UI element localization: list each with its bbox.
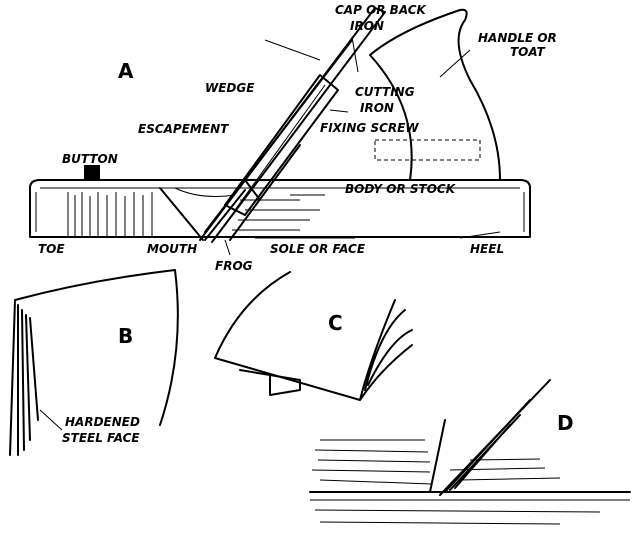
label-cap-iron-1: CAP OR BACK bbox=[335, 3, 428, 17]
figure-c-letter: C bbox=[328, 311, 343, 335]
blade-d bbox=[429, 379, 551, 496]
label-wedge: WEDGE bbox=[205, 81, 255, 95]
label-toe: TOE bbox=[38, 242, 65, 256]
figure-d-letter: D bbox=[557, 411, 574, 435]
label-sole: SOLE OR FACE bbox=[270, 242, 366, 256]
figure-d: D bbox=[309, 379, 631, 525]
label-fixing-screw: FIXING SCREW bbox=[320, 121, 419, 135]
wedge bbox=[224, 74, 339, 216]
label-body: BODY OR STOCK bbox=[345, 182, 457, 196]
escapement bbox=[159, 187, 246, 241]
label-cap-iron-2: IRON bbox=[350, 19, 384, 33]
plane-body bbox=[29, 179, 531, 238]
label-escapement: ESCAPEMENT bbox=[138, 122, 229, 136]
label-mouth: MOUTH bbox=[147, 242, 197, 256]
figure-a: A CAP OR BACK IRON HANDLE OR TOAT WEDGE bbox=[29, 3, 557, 273]
label-cutting-iron-2: IRON bbox=[360, 101, 394, 115]
label-handle-1: HANDLE OR bbox=[478, 31, 557, 45]
handle bbox=[369, 8, 501, 181]
wood-grain bbox=[67, 192, 325, 236]
label-cutting-iron-1: CUTTING bbox=[355, 85, 415, 99]
label-heel: HEEL bbox=[470, 242, 504, 256]
label-handle-2: TOAT bbox=[510, 45, 546, 59]
figure-b: B HARDENED STEEL FACE bbox=[9, 269, 179, 456]
figure-b-letter: B bbox=[118, 324, 133, 348]
label-frog: FROG bbox=[215, 259, 253, 273]
blade-c bbox=[214, 271, 413, 401]
wood-grain-d bbox=[310, 439, 630, 525]
label-button: BUTTON bbox=[62, 152, 118, 166]
figure-a-letter: A bbox=[118, 59, 134, 83]
blade-b bbox=[9, 269, 179, 456]
button-shape bbox=[84, 165, 100, 179]
label-steel-face-2: STEEL FACE bbox=[62, 431, 140, 445]
figure-c: C bbox=[214, 271, 413, 401]
label-steel-face-1: HARDENED bbox=[65, 415, 140, 429]
